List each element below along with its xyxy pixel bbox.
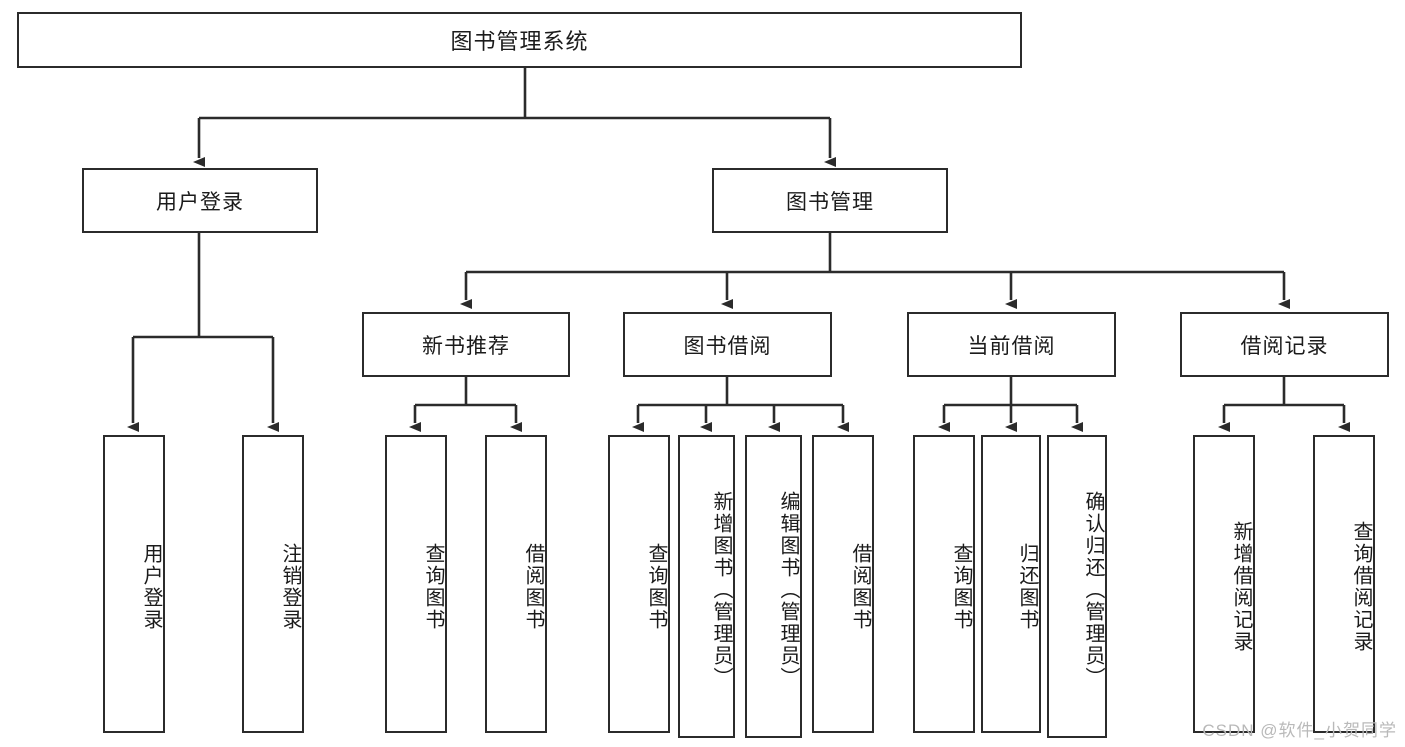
node-label: 图书借阅 xyxy=(683,334,772,358)
node-label: 图书管理系统 xyxy=(450,29,589,54)
node-label: 图书管理 xyxy=(786,190,874,214)
node-label: 查询图书 xyxy=(422,543,444,631)
leaf-query-book-borrow[interactable]: 查询图书 xyxy=(608,435,670,733)
node-label: 当前借阅 xyxy=(967,334,1056,358)
node-label: 用户登录 xyxy=(156,190,244,214)
node-borrow-record[interactable]: 借阅记录 xyxy=(1180,312,1389,377)
leaf-query-book-recommend[interactable]: 查询图书 xyxy=(385,435,447,733)
leaf-add-book-admin[interactable]: 新增图书（管理员） xyxy=(678,435,735,738)
node-label: 新增借阅记录 xyxy=(1230,521,1252,653)
node-label: 用户登录 xyxy=(140,543,162,631)
leaf-confirm-return-admin[interactable]: 确认归还（管理员） xyxy=(1047,435,1107,738)
node-label: 查询图书 xyxy=(645,543,667,631)
node-label: 借阅图书 xyxy=(849,543,871,631)
leaf-user-login[interactable]: 用户登录 xyxy=(103,435,165,733)
node-label: 归还图书 xyxy=(1016,543,1038,631)
node-label: 查询借阅记录 xyxy=(1350,521,1372,653)
node-user-login[interactable]: 用户登录 xyxy=(82,168,318,233)
leaf-query-borrow-record[interactable]: 查询借阅记录 xyxy=(1313,435,1375,733)
leaf-borrow-book[interactable]: 借阅图书 xyxy=(812,435,874,733)
node-label: 编辑图书（管理员） xyxy=(777,490,799,689)
node-book-management[interactable]: 图书管理 xyxy=(712,168,948,233)
leaf-query-book-current[interactable]: 查询图书 xyxy=(913,435,975,733)
node-root-book-management-system[interactable]: 图书管理系统 xyxy=(17,12,1022,68)
node-label: 借阅记录 xyxy=(1240,334,1329,358)
node-label: 新书推荐 xyxy=(422,334,510,358)
leaf-add-borrow-record[interactable]: 新增借阅记录 xyxy=(1193,435,1255,733)
node-label: 查询图书 xyxy=(950,543,972,631)
leaf-edit-book-admin[interactable]: 编辑图书（管理员） xyxy=(745,435,802,738)
node-new-book-recommend[interactable]: 新书推荐 xyxy=(362,312,570,377)
node-label: 新增图书（管理员） xyxy=(710,490,732,689)
leaf-borrow-book-recommend[interactable]: 借阅图书 xyxy=(485,435,547,733)
node-label: 注销登录 xyxy=(279,543,301,631)
node-book-borrow[interactable]: 图书借阅 xyxy=(623,312,832,377)
csdn-watermark: CSDN @软件_小贺同学 xyxy=(1202,721,1397,740)
leaf-logout-login[interactable]: 注销登录 xyxy=(242,435,304,733)
node-label: 确认归还（管理员） xyxy=(1082,490,1104,689)
node-label: 借阅图书 xyxy=(522,543,544,631)
node-current-borrow[interactable]: 当前借阅 xyxy=(907,312,1116,377)
leaf-return-book[interactable]: 归还图书 xyxy=(981,435,1041,733)
